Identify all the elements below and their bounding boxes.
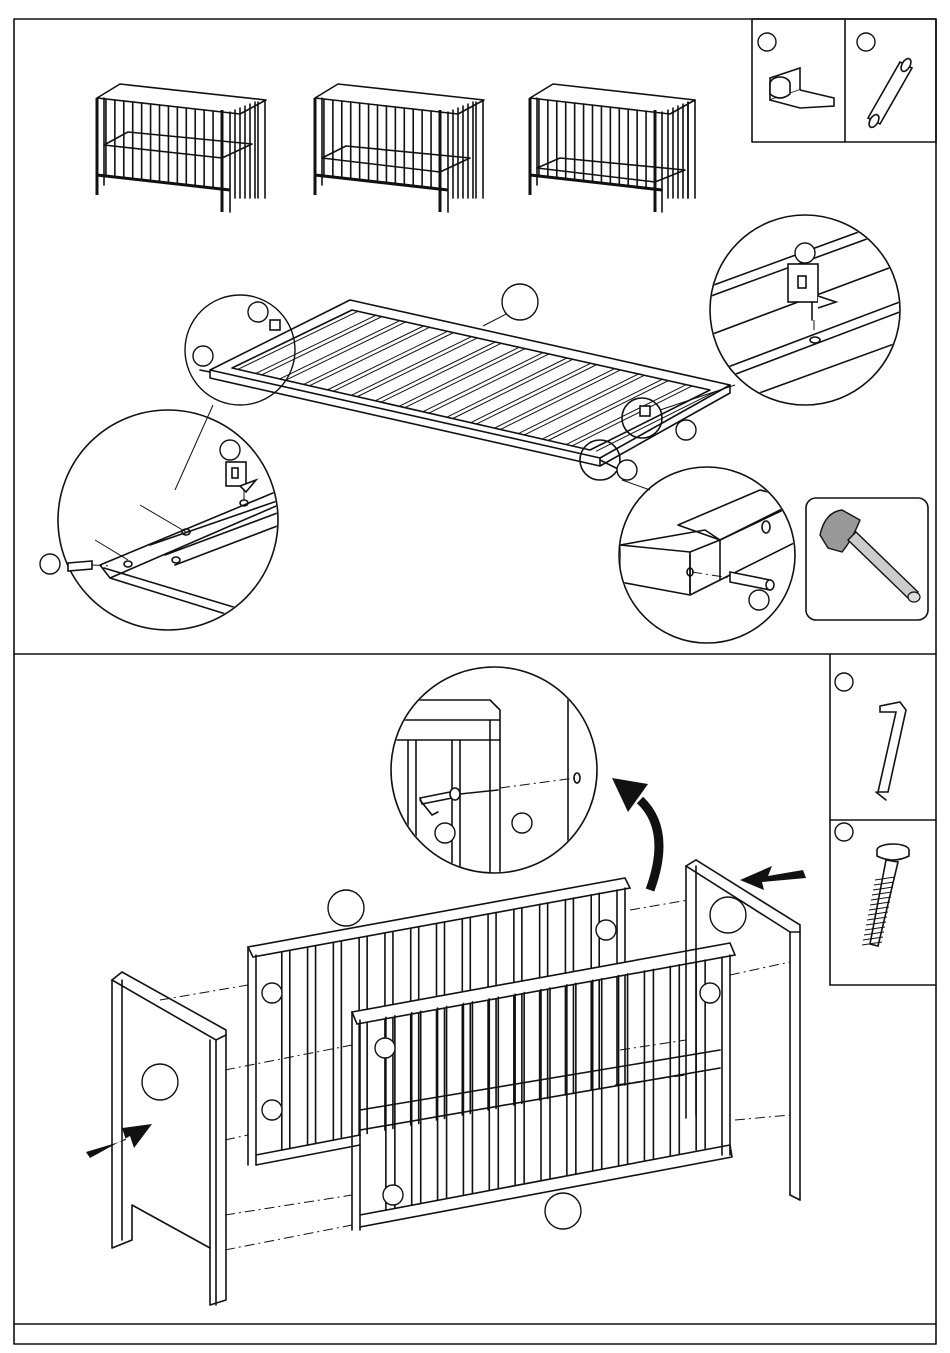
callout-dowel-left — [193, 346, 213, 366]
callout-front-bolt-right — [700, 983, 720, 1003]
frame-bracket-right — [640, 406, 650, 416]
callout-back-panel — [328, 890, 364, 926]
callout-front-bolt-top — [375, 1038, 395, 1058]
detail-bolt-zoom — [390, 667, 597, 880]
detail-dowel-zoom — [619, 467, 800, 643]
bar-stroke — [333, 333, 453, 392]
hammer-tool-box — [806, 498, 928, 620]
push-arrow-right-icon — [740, 866, 806, 890]
allen-key-icon — [876, 702, 906, 800]
bar-stroke — [405, 349, 525, 408]
bar-stroke — [423, 353, 543, 412]
bar-stroke — [280, 321, 400, 379]
callout-zoom-bracket — [795, 243, 815, 263]
wooden-dowel-icon — [867, 57, 913, 129]
callout-zoom-dowel-right — [749, 590, 769, 610]
bar-stroke — [566, 385, 686, 445]
crib-left-side-panel — [86, 972, 226, 1305]
crib-thumbnail-middle — [315, 84, 484, 212]
step-1-panel — [40, 19, 936, 643]
step-2-panel — [86, 654, 936, 1305]
callout-zoom-allen — [435, 823, 455, 843]
callout-dowel-right — [617, 460, 637, 480]
callout-back-bolt-bottom — [262, 1100, 282, 1120]
callout-bracket-left — [248, 302, 268, 322]
parts-box-step2 — [830, 654, 936, 985]
push-arrow-left-icon — [86, 1124, 152, 1158]
part-callout-allen-key — [835, 673, 853, 691]
bar-stroke — [327, 331, 447, 390]
bar-stroke — [453, 359, 573, 418]
crib-front-rail-panel — [352, 943, 735, 1230]
dowel-detail — [68, 561, 92, 571]
hammer-icon — [820, 510, 920, 602]
callout-left-side — [142, 1064, 178, 1100]
crib-back-rail-panel — [248, 878, 630, 1165]
rotate-arrow-icon — [612, 778, 659, 890]
part-callout-bracket — [758, 33, 776, 51]
crib-thumbnail-low — [530, 84, 695, 212]
crib-height-options — [97, 84, 695, 212]
crib-thumbnail-high — [97, 84, 266, 212]
page-border — [14, 19, 936, 1344]
bar-stroke — [286, 322, 406, 380]
bar-stroke — [471, 363, 591, 422]
bar-stroke — [596, 391, 716, 451]
callout-right-side — [710, 897, 746, 933]
bar-stroke — [429, 354, 549, 413]
parts-box-step1 — [752, 19, 936, 142]
bar-stroke — [447, 358, 567, 417]
detail-rail-zoom — [40, 405, 290, 630]
bar-stroke — [375, 342, 495, 401]
bar-stroke — [399, 347, 519, 406]
bar-stroke — [381, 343, 501, 402]
callout-front-panel — [545, 1193, 581, 1229]
bar-stroke — [518, 374, 638, 434]
callout-bracket-right — [676, 420, 696, 440]
callout-front-bolt-bottom — [383, 1185, 403, 1205]
callout-base — [502, 284, 538, 320]
part-callout-bolt — [835, 823, 853, 841]
bolt-icon — [862, 844, 909, 946]
frame-bracket-left — [270, 320, 280, 330]
bar-stroke — [495, 369, 615, 428]
bar-stroke — [310, 327, 430, 385]
part-callout-dowel — [857, 33, 875, 51]
detail-bracket-zoom — [660, 215, 905, 410]
bar-stroke — [351, 337, 471, 396]
l-bracket-peg-icon — [770, 68, 834, 108]
callout-back-bolt-top — [596, 920, 616, 940]
callout-back-bolt-left — [262, 983, 282, 1003]
bar-stroke — [477, 365, 597, 424]
callout-zoom-bolt — [512, 813, 532, 833]
callout-zoom-rail-bracket — [220, 440, 240, 460]
bar-stroke — [357, 338, 477, 397]
bar-stroke — [501, 370, 621, 429]
crib-right-side-panel — [686, 860, 806, 1200]
callout-zoom-dowel — [40, 554, 60, 574]
bar-stroke — [304, 326, 424, 384]
